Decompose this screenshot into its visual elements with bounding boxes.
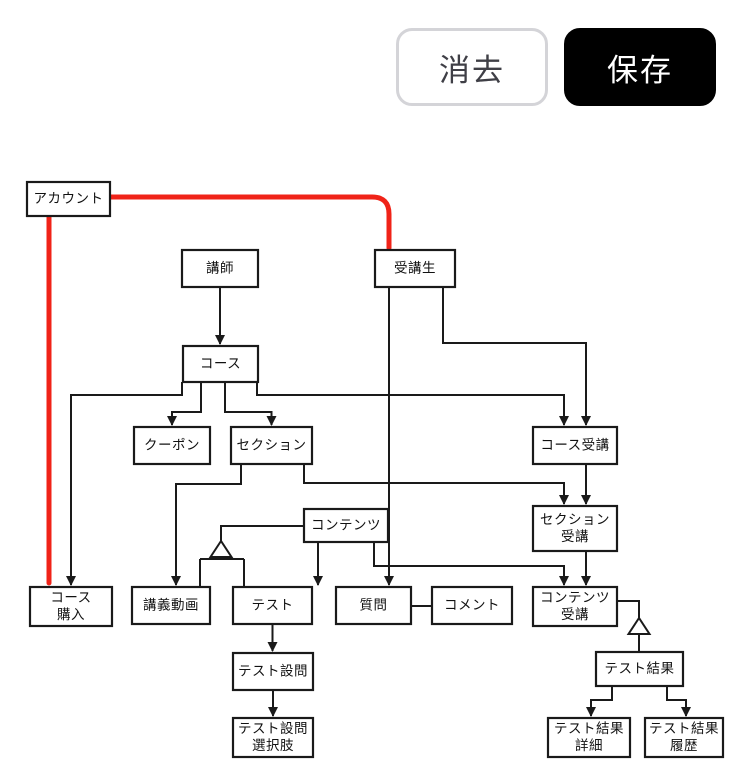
save-button[interactable]: 保存 — [564, 28, 716, 106]
node-box[interactable] — [28, 585, 114, 628]
node-box[interactable] — [531, 425, 619, 466]
node-student[interactable]: 受講生 — [373, 248, 457, 289]
node-box[interactable] — [643, 716, 725, 759]
node-label: テスト — [252, 598, 294, 614]
node-box[interactable] — [302, 507, 390, 544]
node-label: 詳細 — [575, 738, 603, 754]
node-coupon[interactable]: クーポン — [132, 425, 212, 466]
node-question[interactable]: 質問 — [334, 585, 413, 626]
node-label: 履歴 — [670, 738, 698, 754]
node-layer: アカウント講師受講生コースクーポンセクションコース受講コンテンツセクション受講コ… — [25, 180, 725, 759]
node-label: 選択肢 — [252, 738, 294, 754]
clear-button[interactable]: 消去 — [396, 28, 548, 106]
edge-layer — [46, 194, 691, 717]
node-label: テスト結果 — [554, 721, 624, 737]
node-comment[interactable]: コメント — [430, 585, 514, 626]
node-label: テスト設問 — [238, 664, 308, 680]
toolbar: 消去 保存 — [396, 28, 716, 106]
node-label: テスト結果 — [649, 721, 719, 737]
node-label: テスト設問 — [238, 721, 308, 737]
node-box[interactable] — [231, 585, 314, 626]
node-box[interactable] — [594, 650, 685, 688]
node-content[interactable]: コンテンツ — [302, 507, 390, 544]
node-label: コンテンツ — [540, 590, 610, 606]
node-label: 講義動画 — [143, 597, 199, 614]
node-label: セクション — [237, 438, 307, 454]
node-label: セクション — [540, 512, 610, 528]
node-box[interactable] — [531, 585, 619, 628]
node-label: アカウント — [34, 191, 104, 207]
node-label: 購入 — [57, 607, 85, 623]
node-label: コース受講 — [540, 438, 609, 454]
node-label: コース — [200, 356, 241, 372]
node-label: 講師 — [206, 261, 234, 277]
node-box[interactable] — [531, 504, 619, 553]
save-button-label: 保存 — [607, 52, 673, 89]
node-label: コンテンツ — [311, 518, 381, 534]
node-account[interactable]: アカウント — [25, 180, 112, 218]
node-label: 質問 — [360, 598, 388, 614]
node-box[interactable] — [25, 180, 112, 218]
node-box[interactable] — [334, 585, 413, 626]
node-label: コメント — [444, 598, 500, 614]
node-test[interactable]: テスト — [231, 585, 314, 626]
node-label: テスト結果 — [605, 661, 675, 677]
node-box[interactable] — [180, 248, 260, 289]
node-box[interactable] — [430, 585, 514, 626]
node-box[interactable] — [231, 716, 315, 759]
node-box[interactable] — [373, 248, 457, 289]
node-course[interactable]: コース — [181, 344, 260, 384]
node-label: 受講 — [561, 607, 589, 623]
node-label: 受講生 — [394, 261, 436, 277]
node-box[interactable] — [229, 425, 314, 466]
node-box[interactable] — [130, 585, 212, 626]
node-section[interactable]: セクション — [229, 425, 314, 466]
node-lecture-video[interactable]: 講義動画 — [130, 585, 212, 626]
node-test-question[interactable]: テスト設問 — [231, 651, 315, 692]
node-box[interactable] — [181, 344, 260, 384]
clear-button-label: 消去 — [439, 52, 505, 89]
node-box[interactable] — [546, 716, 632, 759]
node-label: 受講 — [561, 529, 589, 545]
node-label: コース — [50, 590, 91, 606]
node-box[interactable] — [132, 425, 212, 466]
node-box[interactable] — [231, 651, 315, 692]
node-course-enroll[interactable]: コース受講 — [531, 425, 619, 466]
node-label: クーポン — [144, 438, 200, 454]
node-test-result[interactable]: テスト結果 — [594, 650, 685, 688]
node-instructor[interactable]: 講師 — [180, 248, 260, 289]
